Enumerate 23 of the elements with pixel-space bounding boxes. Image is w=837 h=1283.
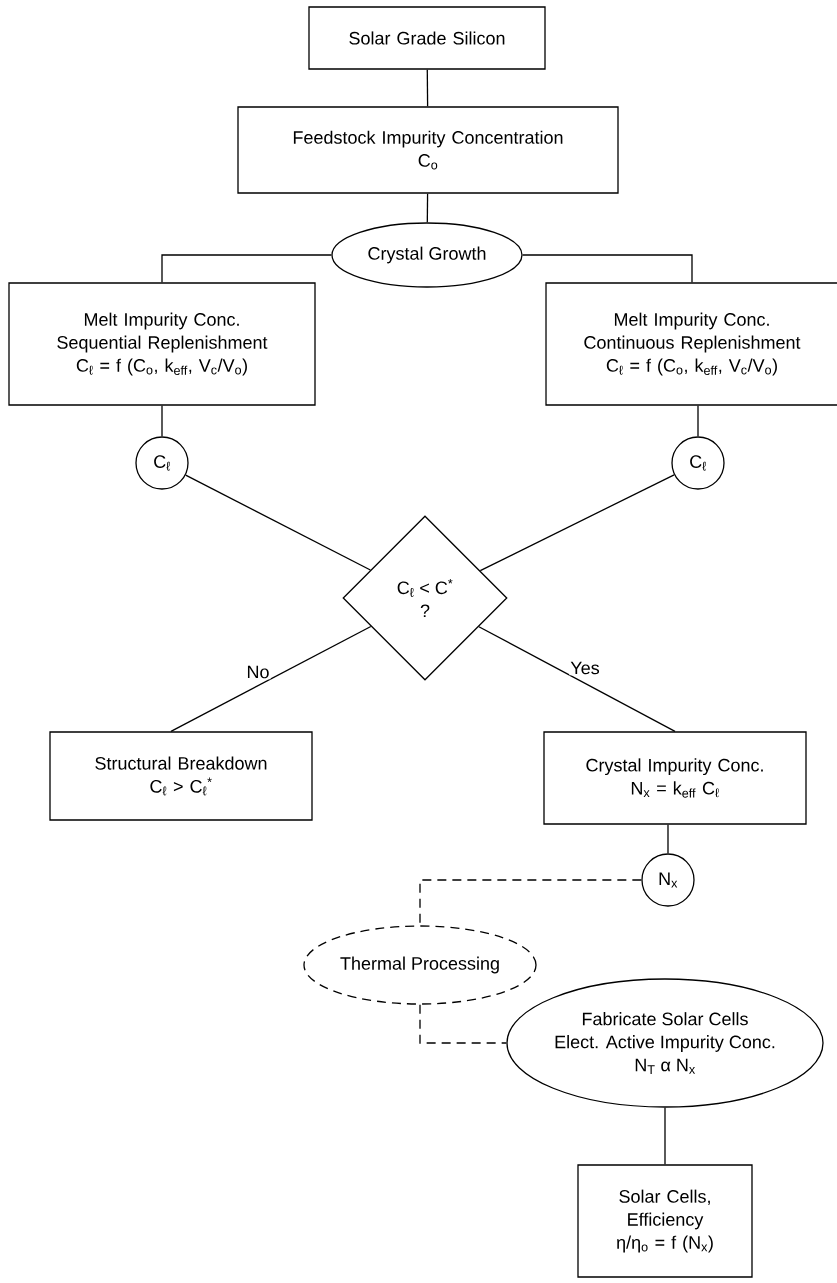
process-box: Solar Cells, Efficiency η/η$_{o}$ = f (N$_{x}$) [577, 1164, 753, 1278]
connector-line [161, 254, 332, 283]
connector-line [479, 474, 675, 572]
connector-line [667, 824, 669, 854]
process-box: Feedstock Impurity Concentration C$_{o}$ [237, 106, 619, 194]
connector-line [522, 254, 693, 283]
connector-line [478, 626, 676, 732]
connector-line [170, 625, 372, 732]
connector-line [697, 405, 699, 437]
connector-line [426, 69, 429, 107]
process-box: Melt Impurity Conc. Sequential Replenishment C$_{ℓ}$ = f (C$_{o}$, k$_{eff}$, V$_{c}$/V$_{o}$) [8, 282, 316, 406]
process-box: Crystal Impurity Conc. N$_{x}$ = k$_{eff}$ C$_{ℓ}$ [543, 731, 807, 825]
connector-line [419, 1004, 507, 1044]
process-box: Melt Impurity Conc. Continuous Replenishment C$_{ℓ}$ = f (C$_{o}$, k$_{eff}$, V$_{c}$/V$_{o}$) [545, 282, 837, 406]
connector-line [161, 405, 163, 437]
connector-line [185, 474, 371, 571]
edge-label: No [245, 664, 271, 680]
connector-line [426, 193, 429, 223]
edge-label: Yes [569, 660, 601, 676]
connector-line [419, 879, 642, 926]
connector-line [664, 1107, 666, 1165]
process-box: Structural Breakdown C$_{ℓ}$ > C$_{ℓ}$* [49, 731, 313, 821]
process-box: Solar Grade Silicon [308, 6, 546, 70]
